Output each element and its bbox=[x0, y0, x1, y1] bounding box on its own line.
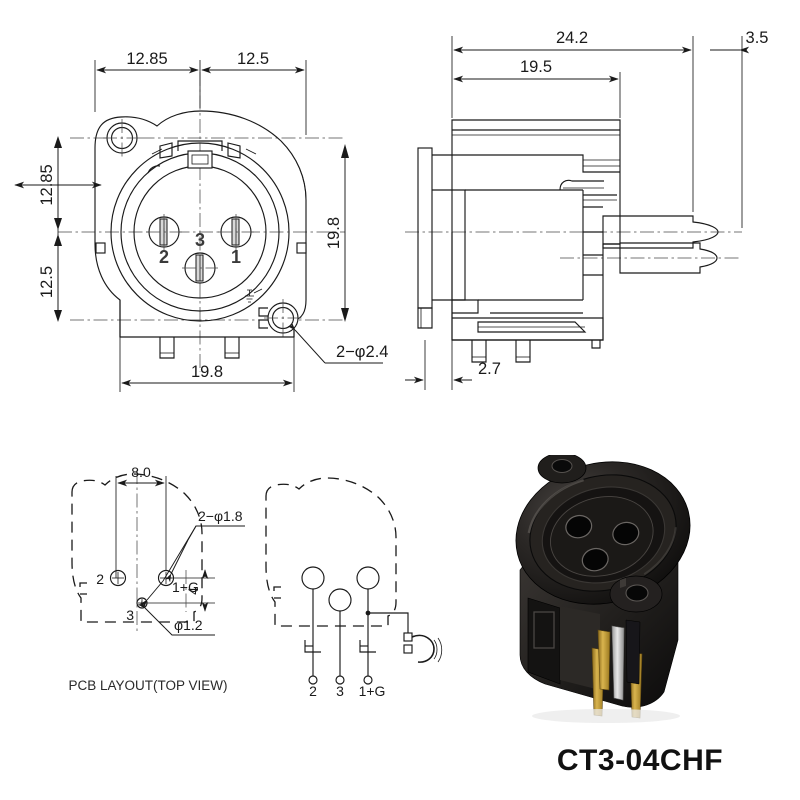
pin-schematic-view: 2 3 1+G bbox=[265, 477, 443, 699]
pin-label-2: 2 bbox=[159, 247, 169, 267]
schematic-label-1g: 1+G bbox=[359, 683, 386, 699]
callout-pcb-large-holes: 2−φ1.8 bbox=[198, 508, 243, 524]
photo-solder-pins bbox=[591, 619, 643, 719]
contact-pin-1 bbox=[218, 214, 254, 250]
side-terminal-pins bbox=[602, 215, 719, 274]
schematic-terminal-2 bbox=[301, 566, 325, 685]
pcb-dim-height: 4 bbox=[146, 569, 215, 612]
pcb-layout-caption: PCB LAYOUT(TOP VIEW) bbox=[68, 678, 227, 693]
contact-pins bbox=[146, 214, 254, 284]
latch-keyway bbox=[151, 140, 257, 169]
dim-front-top-left: 12.85 bbox=[126, 50, 167, 68]
dim-pcb-height: 4 bbox=[185, 587, 201, 595]
pin-label-1: 1 bbox=[231, 247, 241, 267]
schematic-label-3: 3 bbox=[336, 683, 344, 699]
shell-side-tabs bbox=[95, 242, 307, 254]
front-view: 2 3 1 12.85 12.5 bbox=[14, 50, 388, 392]
side-pcb-pegs bbox=[471, 340, 531, 363]
schematic-ground-switch bbox=[403, 632, 443, 663]
dim-front-top-right: 12.5 bbox=[237, 50, 269, 68]
side-view: 24.2 3.5 19.5 2.7 bbox=[405, 29, 768, 390]
dim-side-body: 19.5 bbox=[520, 58, 552, 76]
contact-pin-2 bbox=[146, 214, 182, 250]
pcb-pad-labels: 2 3 1+G bbox=[96, 571, 199, 623]
pcb-dim-width: 8.0 bbox=[115, 464, 167, 578]
pcb-callout-small-hole: φ1.2 bbox=[137, 600, 215, 636]
pin-schematic-notch bbox=[273, 586, 281, 599]
dim-front-bottom: 19.8 bbox=[191, 363, 223, 381]
dim-front-left-lower: 12.5 bbox=[38, 266, 56, 298]
pcb-mounting-pegs bbox=[159, 337, 240, 359]
schematic-label-2: 2 bbox=[309, 683, 317, 699]
pin-label-3: 3 bbox=[195, 230, 205, 250]
pcb-outline-dashed bbox=[71, 473, 203, 623]
side-view-centerlines bbox=[405, 231, 742, 259]
front-view-pin-labels: 2 3 1 bbox=[159, 230, 241, 267]
side-body-profile bbox=[432, 119, 621, 349]
connector-outline bbox=[94, 110, 307, 338]
pcb-layout-view: 2 3 1+G 8.0 4 2−φ1.8 bbox=[68, 464, 245, 693]
pcb-pad-label-2: 2 bbox=[96, 571, 104, 587]
ground-symbol bbox=[245, 288, 263, 303]
dim-side-flange: 2.7 bbox=[478, 360, 501, 378]
side-view-dimensions: 24.2 3.5 19.5 2.7 bbox=[405, 29, 768, 390]
product-photo bbox=[500, 455, 790, 730]
dim-front-left-upper: 12.85 bbox=[38, 164, 56, 205]
pcb-pad-label-3: 3 bbox=[126, 607, 134, 623]
mounting-ear-top-left bbox=[103, 119, 141, 157]
dim-pcb-width: 8.0 bbox=[131, 464, 151, 480]
schematic-terminal-1g bbox=[356, 566, 409, 685]
schematic-terminal-labels: 2 3 1+G bbox=[309, 683, 385, 699]
pcb-outline-notch bbox=[79, 582, 87, 595]
pin-schematic-outline bbox=[265, 477, 397, 627]
callout-pcb-small-hole: φ1.2 bbox=[174, 617, 203, 633]
front-view-dimensions: 12.85 12.5 12.85 12.5 19.8 19.8 bbox=[14, 50, 388, 392]
dim-side-total: 24.2 bbox=[556, 29, 588, 47]
schematic-terminal-3 bbox=[328, 588, 352, 685]
pcb-pad-3 bbox=[136, 597, 148, 609]
side-flange-plate bbox=[417, 147, 433, 329]
dim-front-right: 19.8 bbox=[325, 217, 343, 249]
front-view-centerlines bbox=[58, 72, 345, 372]
contact-pin-3 bbox=[182, 252, 218, 284]
callout-mounting-holes: 2−φ2.4 bbox=[336, 343, 388, 361]
part-number-label: CT3-04CHF bbox=[557, 744, 723, 777]
pcb-pad-2 bbox=[109, 569, 127, 587]
pcb-pad-label-1g: 1+G bbox=[172, 579, 199, 595]
pcb-callout-large-holes: 2−φ1.8 bbox=[139, 508, 245, 608]
dim-side-tail: 3.5 bbox=[746, 29, 769, 47]
